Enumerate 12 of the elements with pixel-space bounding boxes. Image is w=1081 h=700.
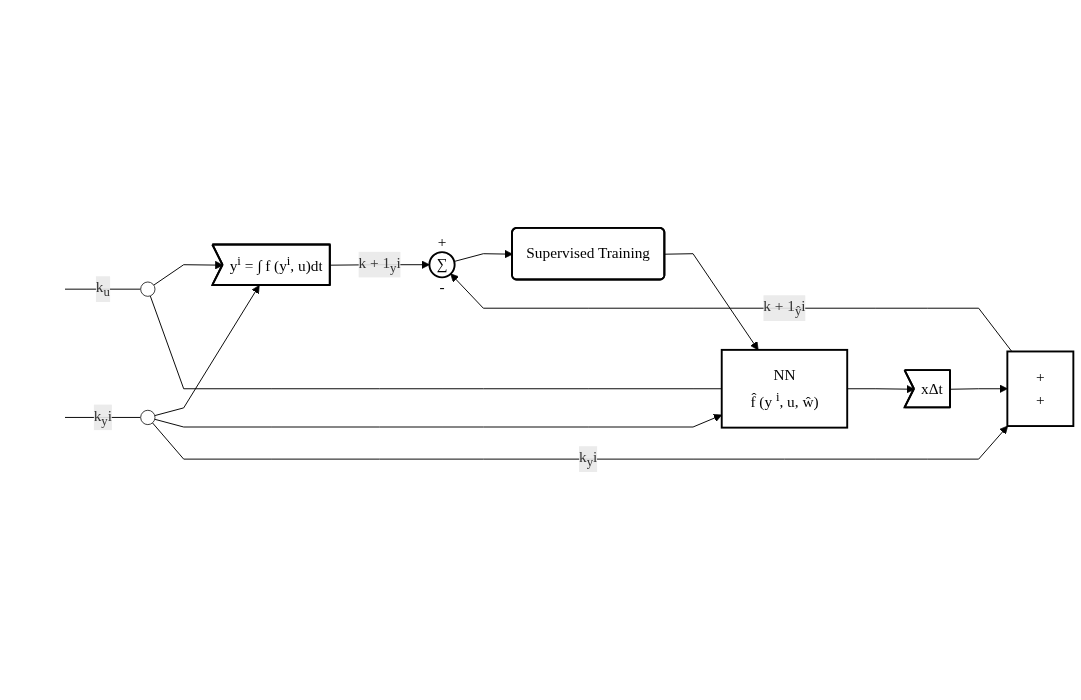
node-circle: [140, 409, 156, 426]
node-circle: ∑: [428, 251, 456, 279]
edge-label: k$_{u}$: [95, 279, 110, 300]
edge-label: k$_{y}$i: [93, 407, 112, 428]
edge-label: k$_{y}$i: [579, 448, 598, 470]
node-label: +: [437, 233, 447, 250]
node-circle: [140, 281, 156, 297]
edge-label: k + 1$_{y}$i: [358, 254, 401, 275]
node-label: -: [439, 279, 445, 296]
node-box: + +: [1006, 350, 1075, 427]
edge-label: k + 1$_{ŷ}$i: [763, 298, 806, 319]
node-box: NN f̂ (y $^{i}$, u, ŵ): [720, 348, 849, 429]
